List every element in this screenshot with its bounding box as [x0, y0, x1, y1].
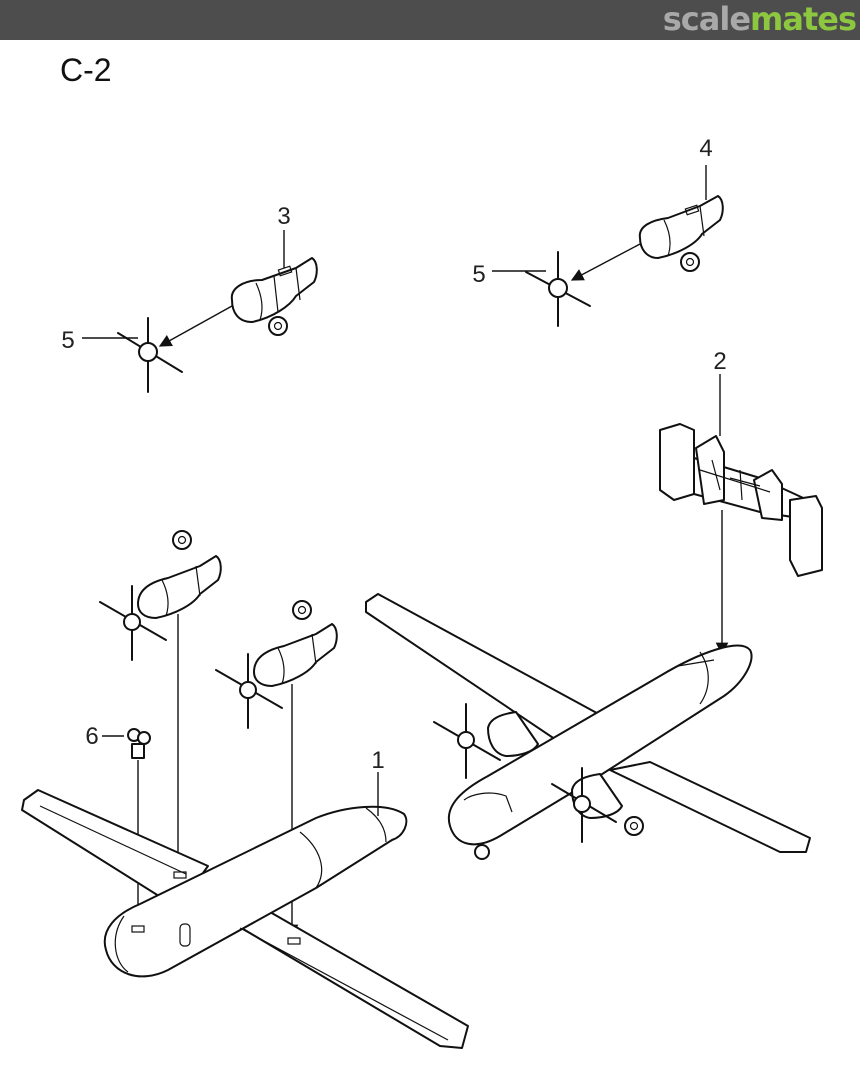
small-part-6 — [102, 728, 151, 759]
propeller-5-right — [492, 251, 591, 327]
logo-text-scale: scale — [662, 0, 751, 38]
callout-part-2: 2 — [713, 348, 726, 375]
callout-part-4: 4 — [699, 135, 712, 162]
logo-text-mates: mates — [750, 0, 857, 38]
tail-assembly-2 — [659, 374, 823, 577]
callout-part-1: 1 — [371, 747, 384, 774]
engine-nacelle-3 — [230, 230, 318, 336]
engine-nacelle-4 — [638, 165, 724, 272]
callout-part-6: 6 — [85, 723, 98, 750]
completed-aircraft — [365, 593, 811, 860]
header-bar: scalemates — [0, 0, 860, 40]
engine-assembly-left-exploded — [99, 530, 222, 661]
engine-assembly-right-exploded — [215, 600, 338, 729]
callout-part-5-right: 5 — [472, 261, 485, 288]
assembly-arrow-4-5 — [570, 243, 641, 281]
callout-part-5-left: 5 — [61, 327, 74, 354]
scalemates-logo[interactable]: scalemates — [662, 0, 857, 40]
callout-part-3: 3 — [277, 203, 290, 230]
step-title: C-2 — [60, 52, 112, 88]
assembly-arrow-3-5 — [158, 305, 233, 347]
propeller-5-left — [82, 317, 183, 393]
fuselage-1 — [21, 772, 469, 1049]
